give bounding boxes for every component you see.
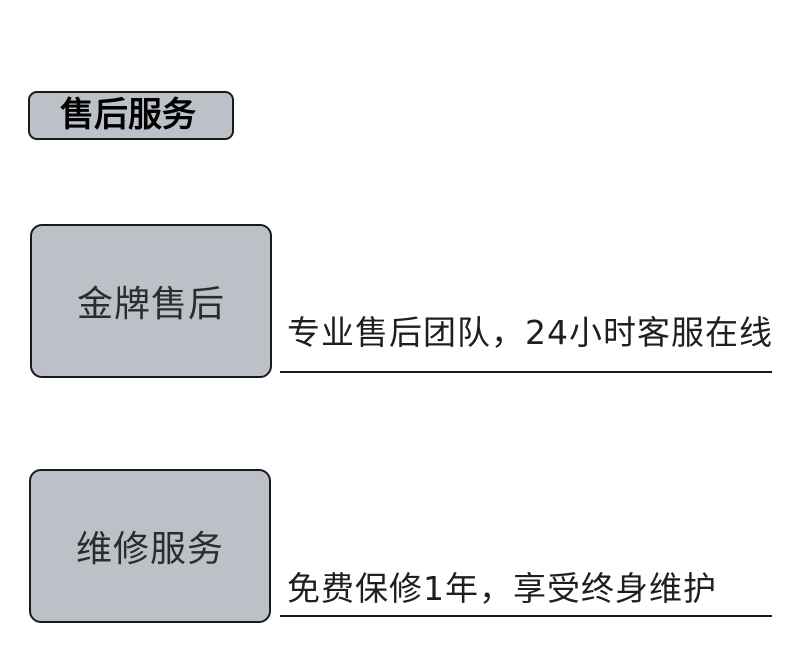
- feature-divider: [280, 615, 772, 617]
- feature-description-repair-service: 免费保修1年，享受终身维护: [287, 569, 717, 608]
- feature-label-repair-service: 维修服务: [29, 469, 271, 623]
- feature-label-gold-service: 金牌售后: [30, 224, 272, 378]
- feature-divider: [280, 371, 772, 373]
- feature-row-gold-service: 金牌售后 专业售后团队，24小时客服在线: [0, 224, 800, 384]
- feature-description-gold-service: 专业售后团队，24小时客服在线: [287, 313, 773, 352]
- feature-row-repair-service: 维修服务 免费保修1年，享受终身维护: [0, 468, 800, 628]
- section-title-badge: 售后服务: [28, 91, 234, 140]
